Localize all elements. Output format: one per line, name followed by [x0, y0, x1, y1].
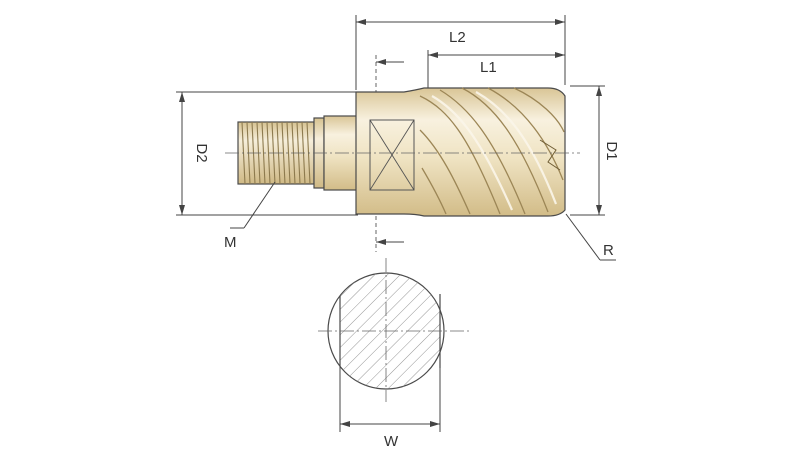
cutting-edge	[539, 139, 561, 171]
thread-ridge	[286, 121, 291, 185]
dimension-d2	[176, 91, 358, 216]
flute-highlights	[431, 91, 558, 211]
leader-r	[565, 213, 616, 261]
label-d2: D2	[193, 143, 210, 162]
wrench-flat	[369, 119, 415, 191]
thread-ridge	[266, 121, 271, 185]
end-mill-side-view	[237, 87, 566, 217]
dimension-l2	[355, 15, 566, 90]
leader-m	[230, 181, 276, 229]
label-l2: L2	[449, 29, 466, 46]
offset-marker-bottom	[375, 230, 404, 252]
dimension-d1	[570, 85, 605, 216]
label-w: W	[384, 433, 399, 450]
dimension-l1	[427, 50, 565, 88]
label-r: R	[603, 242, 614, 259]
label-d1: D1	[603, 141, 620, 160]
label-l1: L1	[480, 59, 497, 76]
tool-body	[355, 87, 566, 217]
thread-ridge	[261, 121, 266, 185]
cross-section-view	[318, 258, 472, 402]
dimension-w	[339, 366, 441, 432]
label-m: M	[224, 234, 237, 251]
thread-ridge	[281, 121, 286, 185]
helical-flutes	[419, 87, 565, 215]
